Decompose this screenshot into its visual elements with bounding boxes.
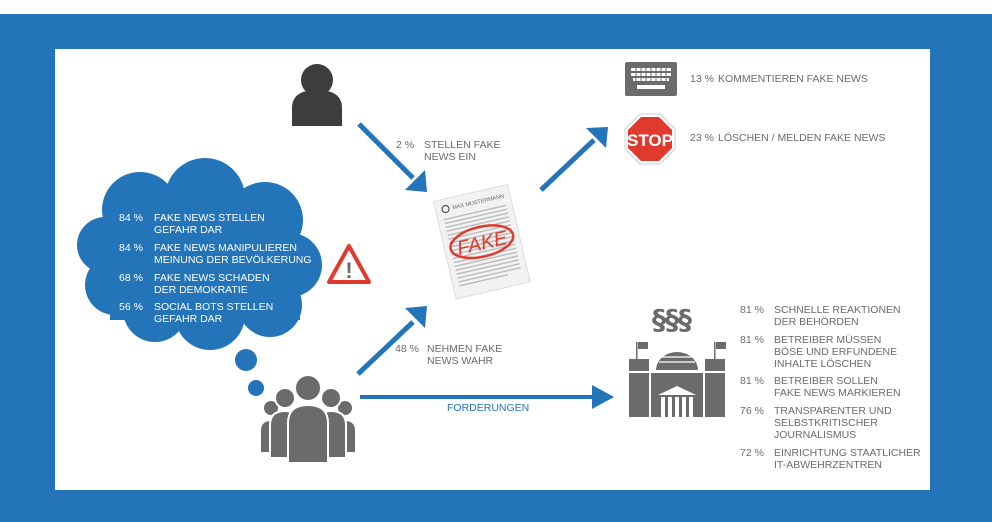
cloud-item: 84 % FAKE NEWS MANIPULIEREN MEINUNG DER … [119,242,329,266]
stop-sign-icon: STOP [624,113,676,165]
demand-text: TRANSPARENTER UND SELBSTKRITISCHER JOURN… [774,405,892,441]
demand-text: BETREIBER SOLLEN FAKE NEWS MARKIEREN [774,375,901,399]
demand-pct: 72 % [740,447,764,459]
producer-label: 2 % STELLEN FAKE NEWS EIN [396,139,506,163]
keyboard-icon [625,62,677,96]
reaction-comment-pct: 13 % [690,73,714,85]
arrow-producer-to-news [357,122,427,192]
arrow-demands [360,385,614,409]
demand-pct: 81 % [740,375,764,387]
demand-pct: 81 % [740,334,764,346]
demand-text: BETREIBER MÜSSEN BÖSE UND ERFUNDENE INHA… [774,334,898,370]
reaction-delete-text: LÖSCHEN / MELDEN FAKE NEWS [718,132,886,144]
cloud-item-pct: 56 % [119,301,143,313]
cloud-item: 84 % FAKE NEWS STELLEN GEFAHR DAR [119,212,279,236]
cloud-item-pct: 84 % [119,242,143,254]
demand-pct: 81 % [740,304,764,316]
group-icon [259,374,357,464]
warning-triangle-icon: ! [327,244,371,284]
demand-pct: 76 % [740,405,764,417]
reaction-comment: 13 % KOMMENTIEREN FAKE NEWS [690,73,868,85]
cloud-item-text: FAKE NEWS STELLEN GEFAHR DAR [154,212,265,236]
cloud-item: 68 % FAKE NEWS SCHADEN DER DEMOKRATIE [119,272,279,296]
demand-text: EINRICHTUNG STAATLICHER IT-ABWEHRZENTREN [774,447,921,471]
arrow-audience-to-news [356,306,427,376]
demands-label: FORDERUNGEN [447,402,530,414]
demand-item: 81 % BETREIBER SOLLEN FAKE NEWS MARKIERE… [740,375,904,399]
law-symbol: §§§ [652,303,692,336]
demand-item: 76 % TRANSPARENTER UND SELBSTKRITISCHER … [740,405,904,441]
audience-pct: 48 % [395,343,419,355]
producer-pct: 2 % [396,139,415,151]
reaction-delete-pct: 23 % [690,132,714,144]
reaction-comment-text: KOMMENTIEREN FAKE NEWS [718,73,868,85]
cloud-item-text: FAKE NEWS MANIPULIEREN MEINUNG DER BEVÖL… [154,242,312,266]
demand-item: 72 % EINRICHTUNG STAATLICHER IT-ABWEHRZE… [740,447,924,471]
producer-text: STELLEN FAKE NEWS EIN [424,139,501,163]
person-icon [292,64,342,126]
cloud-item-pct: 68 % [119,272,143,284]
thought-cloud [77,158,322,396]
cloud-item-pct: 84 % [119,212,143,224]
arrow-news-to-reactions [539,127,608,192]
audience-label: 48 % NEHMEN FAKE NEWS WAHR [395,343,509,367]
stop-sign-text: STOP [627,131,673,150]
newspaper-icon: MAX MUSTERMANN FAKE [432,183,531,300]
cloud-item-text: SOCIAL BOTS STELLEN GEFAHR DAR [154,301,274,325]
parliament-building-icon [629,342,726,417]
reaction-delete: 23 % LÖSCHEN / MELDEN FAKE NEWS [690,132,885,144]
cloud-item: 56 % SOCIAL BOTS STELLEN GEFAHR DAR [119,301,279,325]
demand-item: 81 % BETREIBER MÜSSEN BÖSE UND ERFUNDENE… [740,334,904,370]
demand-item: 81 % SCHNELLE REAKTIONEN DER BEHÖRDEN [740,304,914,328]
demand-text: SCHNELLE REAKTIONEN DER BEHÖRDEN [774,304,901,328]
audience-text: NEHMEN FAKE NEWS WAHR [427,343,503,367]
warning-symbol: ! [345,258,352,283]
cloud-item-text: FAKE NEWS SCHADEN DER DEMOKRATIE [154,272,270,296]
